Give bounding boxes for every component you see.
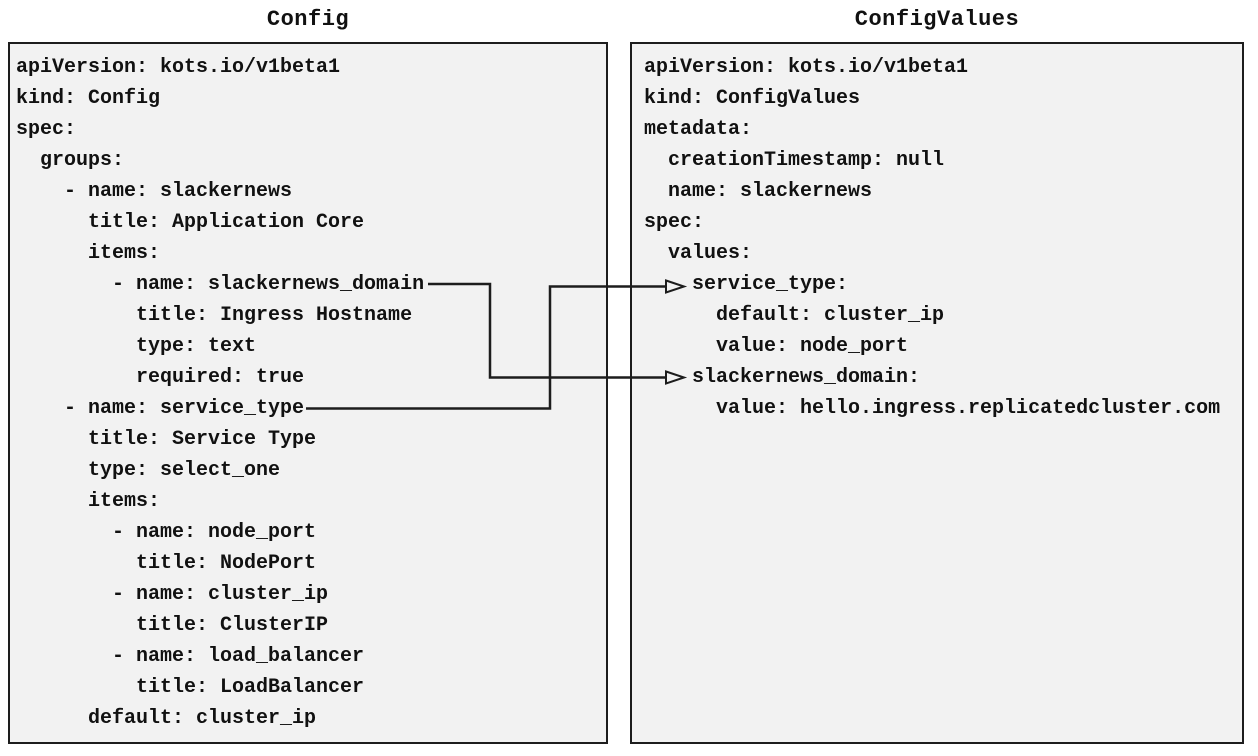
- configvalues-panel: apiVersion: kots.io/v1beta1 kind: Config…: [630, 42, 1244, 744]
- configvalues-panel-title: ConfigValues: [854, 7, 1020, 32]
- config-panel: apiVersion: kots.io/v1beta1 kind: Config…: [8, 42, 608, 744]
- config-yaml-code: apiVersion: kots.io/v1beta1 kind: Config…: [16, 56, 425, 730]
- config-panel-title: Config: [266, 7, 350, 32]
- configvalues-yaml-code: apiVersion: kots.io/v1beta1 kind: Config…: [644, 56, 1221, 420]
